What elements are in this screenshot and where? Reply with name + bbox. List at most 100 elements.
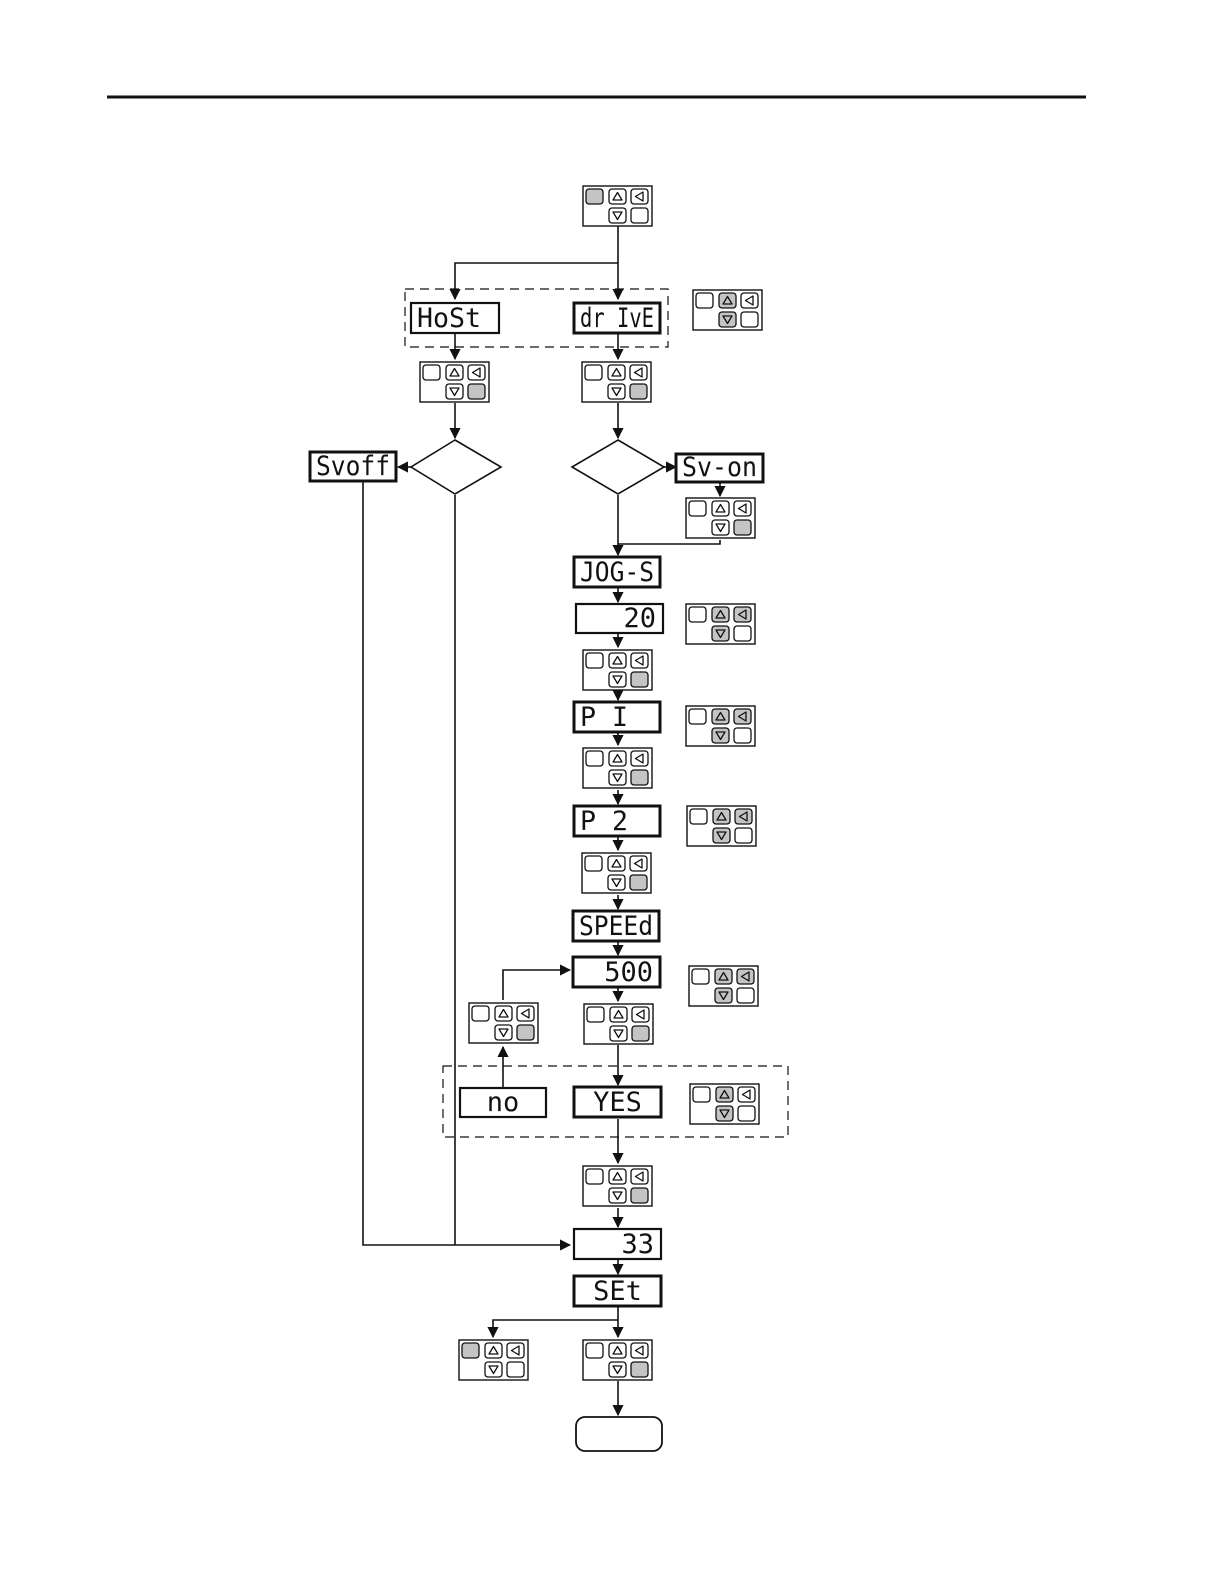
down-key[interactable] — [713, 828, 730, 843]
shift-key[interactable] — [632, 1007, 649, 1022]
enter-key[interactable] — [734, 520, 751, 535]
down-key[interactable] — [446, 384, 463, 399]
down-key[interactable] — [715, 988, 732, 1003]
down-key[interactable] — [609, 1188, 626, 1203]
mode-key[interactable] — [689, 709, 706, 724]
down-key[interactable] — [719, 312, 736, 327]
shift-key[interactable] — [631, 751, 648, 766]
down-key[interactable] — [712, 520, 729, 535]
enter-key[interactable] — [741, 312, 758, 327]
shift-key[interactable] — [737, 969, 754, 984]
down-key[interactable] — [716, 1106, 733, 1121]
mode-key[interactable] — [586, 189, 603, 204]
shift-key[interactable] — [734, 607, 751, 622]
up-key[interactable] — [715, 969, 732, 984]
down-key[interactable] — [495, 1025, 512, 1040]
keypad-p1-adjust — [686, 706, 755, 746]
mode-key[interactable] — [587, 1007, 604, 1022]
shift-key[interactable] — [631, 189, 648, 204]
up-key[interactable] — [712, 709, 729, 724]
shift-key[interactable] — [468, 365, 485, 380]
up-key[interactable] — [719, 293, 736, 308]
shift-key[interactable] — [517, 1006, 534, 1021]
shift-key[interactable] — [631, 1169, 648, 1184]
mode-key[interactable] — [462, 1343, 479, 1358]
enter-key[interactable] — [632, 1026, 649, 1041]
keypad-speed-enter — [584, 1004, 653, 1044]
down-key[interactable] — [609, 1362, 626, 1377]
enter-key[interactable] — [631, 1188, 648, 1203]
keypad-p1-enter — [583, 748, 652, 788]
up-key[interactable] — [712, 607, 729, 622]
mode-key[interactable] — [696, 293, 713, 308]
down-key[interactable] — [712, 728, 729, 743]
up-key[interactable] — [609, 653, 626, 668]
shift-key[interactable] — [735, 809, 752, 824]
shift-key[interactable] — [741, 293, 758, 308]
up-key[interactable] — [712, 501, 729, 516]
enter-key[interactable] — [737, 988, 754, 1003]
enter-key[interactable] — [630, 384, 647, 399]
down-key[interactable] — [608, 384, 625, 399]
down-key[interactable] — [712, 626, 729, 641]
up-key[interactable] — [713, 809, 730, 824]
up-key[interactable] — [716, 1087, 733, 1102]
mode-key[interactable] — [586, 653, 603, 668]
shift-key[interactable] — [630, 856, 647, 871]
enter-key[interactable] — [631, 1362, 648, 1377]
shift-key[interactable] — [507, 1343, 524, 1358]
up-key[interactable] — [608, 365, 625, 380]
display-value-33: 33 — [574, 1229, 661, 1260]
enter-key[interactable] — [738, 1106, 755, 1121]
mode-key[interactable] — [585, 856, 602, 871]
shift-key[interactable] — [738, 1087, 755, 1102]
enter-key[interactable] — [631, 208, 648, 223]
enter-key[interactable] — [735, 828, 752, 843]
enter-key[interactable] — [631, 672, 648, 687]
mode-key[interactable] — [692, 969, 709, 984]
mode-key[interactable] — [423, 365, 440, 380]
enter-key[interactable] — [734, 626, 751, 641]
display-text: 500 — [604, 957, 653, 988]
mode-key[interactable] — [693, 1087, 710, 1102]
shift-key[interactable] — [631, 1343, 648, 1358]
enter-key[interactable] — [630, 875, 647, 890]
mode-key[interactable] — [586, 1343, 603, 1358]
shift-key[interactable] — [631, 653, 648, 668]
enter-key[interactable] — [507, 1362, 524, 1377]
display-text: 33 — [621, 1229, 654, 1260]
shift-key[interactable] — [734, 709, 751, 724]
up-key[interactable] — [608, 856, 625, 871]
keypad-p2-adjust — [687, 806, 756, 846]
mode-key[interactable] — [689, 607, 706, 622]
down-key[interactable] — [608, 875, 625, 890]
down-key[interactable] — [485, 1362, 502, 1377]
up-key[interactable] — [495, 1006, 512, 1021]
up-key[interactable] — [485, 1343, 502, 1358]
down-key[interactable] — [610, 1026, 627, 1041]
down-key[interactable] — [609, 770, 626, 785]
mode-key[interactable] — [585, 365, 602, 380]
display-text: YES — [593, 1087, 642, 1118]
display-text: SEt — [593, 1276, 642, 1307]
enter-key[interactable] — [631, 770, 648, 785]
up-key[interactable] — [609, 1343, 626, 1358]
mode-key[interactable] — [586, 751, 603, 766]
enter-key[interactable] — [468, 384, 485, 399]
mode-key[interactable] — [689, 501, 706, 516]
down-key[interactable] — [609, 208, 626, 223]
down-key[interactable] — [609, 672, 626, 687]
mode-key[interactable] — [690, 809, 707, 824]
up-key[interactable] — [446, 365, 463, 380]
enter-key[interactable] — [517, 1025, 534, 1040]
up-key[interactable] — [609, 1169, 626, 1184]
mode-key[interactable] — [586, 1169, 603, 1184]
up-key[interactable] — [610, 1007, 627, 1022]
keypad-jog-adjust — [686, 604, 755, 644]
enter-key[interactable] — [734, 728, 751, 743]
mode-key[interactable] — [472, 1006, 489, 1021]
shift-key[interactable] — [734, 501, 751, 516]
up-key[interactable] — [609, 189, 626, 204]
up-key[interactable] — [609, 751, 626, 766]
shift-key[interactable] — [630, 365, 647, 380]
